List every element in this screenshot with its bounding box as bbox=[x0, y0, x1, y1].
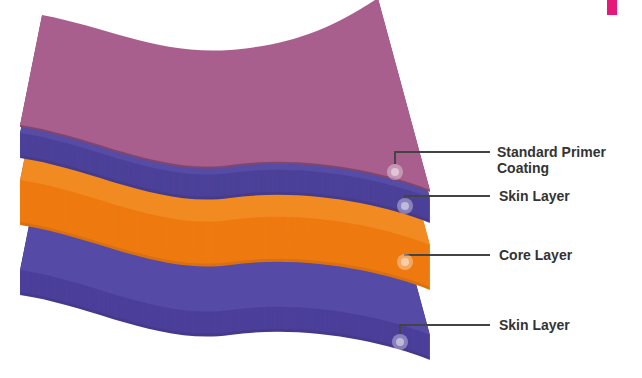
callout-dot-core bbox=[401, 202, 409, 210]
callout-dots bbox=[387, 164, 413, 350]
corner-mark bbox=[607, 0, 617, 15]
layer-label: Skin Layer bbox=[499, 188, 570, 204]
callout-dot-ring bbox=[397, 198, 413, 214]
layer-label: Core Layer bbox=[499, 247, 572, 263]
leader-line bbox=[395, 152, 490, 164]
callout-dot-core bbox=[396, 338, 404, 346]
leader-line bbox=[405, 254, 490, 255]
callout-dot bbox=[397, 254, 413, 270]
leader-lines bbox=[395, 152, 490, 334]
layer-top bbox=[20, 0, 430, 190]
callout-dot-ring bbox=[392, 334, 408, 350]
layer-side bbox=[20, 0, 430, 192]
leader-line bbox=[400, 325, 490, 334]
leader-line bbox=[405, 196, 490, 198]
layer-side-strip bbox=[20, 0, 430, 191]
layer-label: Skin Layer bbox=[499, 317, 570, 333]
layer-stack bbox=[20, 0, 430, 360]
callout-dot bbox=[392, 334, 408, 350]
callout-dot-ring bbox=[397, 254, 413, 270]
callout-dot bbox=[397, 198, 413, 214]
callout-dot-core bbox=[401, 258, 409, 266]
callout-dot bbox=[387, 164, 403, 180]
callout-dot-ring bbox=[387, 164, 403, 180]
callout-dot-core bbox=[391, 168, 399, 176]
layer-label: Standard Primer Coating bbox=[497, 144, 625, 176]
